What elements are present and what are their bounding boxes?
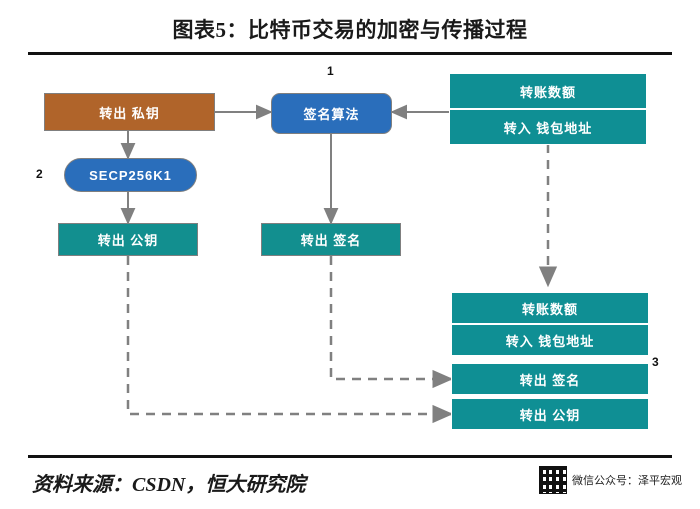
node-secp256k1: SECP256K1 (64, 158, 197, 192)
tx-input-row-address: 转入 钱包地址 (449, 109, 647, 145)
bottom-divider (28, 455, 672, 458)
qr-code-icon (539, 466, 567, 494)
node-signature: 转出 签名 (261, 223, 401, 256)
page-title: 图表5：比特币交易的加密与传播过程 (172, 18, 528, 42)
tx-final-row-amount: 转账数额 (451, 292, 649, 324)
top-divider (28, 52, 672, 55)
node-public-key: 转出 公钥 (58, 223, 198, 256)
source-note: 资料来源：CSDN，恒大研究院 (32, 474, 306, 496)
wechat-badge: 微信公众号：泽平宏观 (539, 466, 682, 494)
node-sign-algorithm: 签名算法 (271, 93, 392, 134)
tx-final-row-signature: 转出 签名 (451, 363, 649, 395)
step-number-3: 3 (652, 355, 659, 369)
tx-input-row-amount: 转账数额 (449, 73, 647, 109)
wechat-badge-label: 微信公众号：泽平宏观 (572, 475, 682, 487)
node-private-key: 转出 私钥 (44, 93, 215, 131)
step-number-1: 1 (327, 64, 334, 78)
tx-final-row-address: 转入 钱包地址 (451, 324, 649, 356)
step-number-2: 2 (36, 167, 43, 181)
tx-final-row-public-key: 转出 公钥 (451, 398, 649, 430)
